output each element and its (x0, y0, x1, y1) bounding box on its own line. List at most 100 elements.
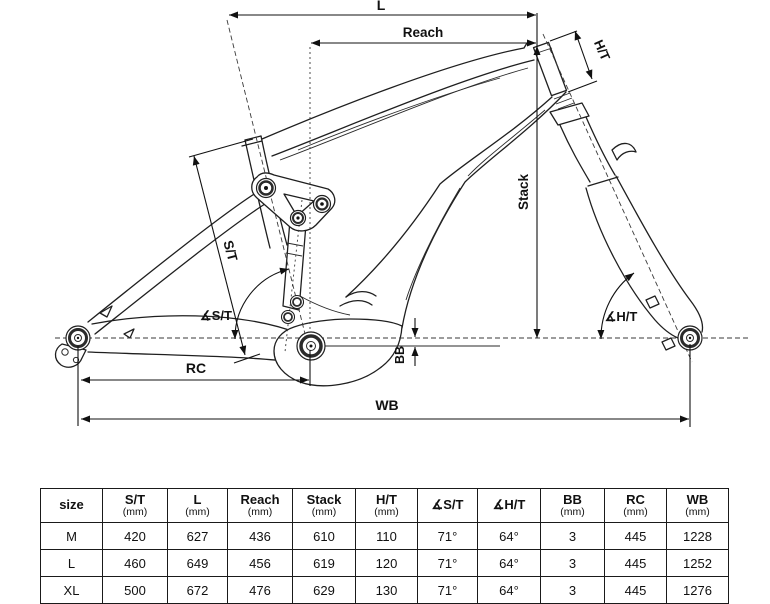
geometry-drawing: L Reach H/T Stack S/T ∡S/T ∡H/T BB RC WB (54, 0, 750, 427)
table-header-row: size S/T(mm) L(mm) Reach(mm) Stack(mm) H… (40, 488, 729, 523)
cell-reach: 436 (227, 522, 293, 550)
cell-l: 649 (167, 549, 228, 577)
motor-casing (273, 318, 403, 387)
brake-mount-tab (645, 295, 660, 309)
rocker-pivot (320, 202, 324, 206)
head-tube (532, 41, 568, 97)
down-tube-accent (405, 187, 461, 301)
cell-rc: 445 (604, 549, 667, 577)
headset-spacers (553, 92, 575, 110)
col-header-rc: RC(mm) (604, 488, 667, 523)
shock-seam (285, 252, 303, 257)
label-rc: RC (186, 360, 206, 376)
col-header-angle-st: ∡S/T (417, 488, 478, 523)
col-header-st: S/T(mm) (102, 488, 168, 523)
cell-bb: 3 (540, 522, 605, 550)
shock-seam (286, 242, 304, 247)
top-tube (271, 59, 535, 157)
rocker-cutout (283, 193, 315, 217)
dimension-lines (77, 11, 691, 427)
rear-axle (74, 334, 82, 342)
table-row-l: L 460 649 456 619 120 71° 64° 3 445 1252 (40, 549, 729, 577)
cell-wb: 1228 (666, 522, 729, 550)
table-row-m: M 420 627 436 610 110 71° 64° 3 445 1228 (40, 522, 729, 550)
down-tube-accent (467, 109, 546, 177)
cell-stack: 619 (292, 549, 356, 577)
frame-outline (54, 41, 704, 387)
col-header-stack: Stack(mm) (292, 488, 356, 523)
cell-ht: 130 (355, 576, 418, 604)
shock-upper-mount (296, 216, 300, 220)
frame-brace (345, 290, 377, 298)
label-angle-ht: ∡H/T (605, 309, 638, 324)
cell-st: 420 (102, 522, 168, 550)
label-wb: WB (375, 397, 398, 413)
rocker-pivot (315, 197, 329, 211)
fork-stanchion (585, 116, 616, 176)
construction-lines (55, 19, 750, 363)
cell-st: 460 (102, 549, 168, 577)
cell-wb: 1252 (666, 549, 729, 577)
dropout-bolt (72, 356, 80, 364)
frame-brace (299, 295, 351, 316)
cell-stack: 629 (292, 576, 356, 604)
dimension-labels: L Reach H/T Stack S/T ∡S/T ∡H/T BB RC WB (186, 0, 637, 413)
cell-wb: 1276 (666, 576, 729, 604)
rocker-pivot (264, 186, 268, 190)
cell-rc: 445 (604, 522, 667, 550)
label-st: S/T (220, 239, 240, 264)
cell-angle-st: 71° (417, 576, 478, 604)
dim-angle-st-arc (231, 267, 290, 340)
dropout-bolt (61, 348, 69, 356)
rear-axle (76, 336, 80, 340)
bike-geometry-diagram: L Reach H/T Stack S/T ∡S/T ∡H/T BB RC WB (54, 0, 750, 427)
label-l: L (377, 0, 386, 13)
rocker-pivot (258, 180, 274, 196)
label-ht: H/T (591, 38, 613, 63)
cell-angle-st: 71° (417, 522, 478, 550)
seat-tube (244, 139, 271, 249)
bottom-bracket (306, 341, 316, 351)
col-header-l: L(mm) (167, 488, 228, 523)
cell-angle-ht: 64° (477, 522, 541, 550)
cell-bb: 3 (540, 549, 605, 577)
cell-size: M (40, 522, 103, 550)
col-header-size: size (40, 488, 103, 523)
cell-l: 627 (167, 522, 228, 550)
dim-ht-line (574, 30, 593, 80)
col-header-angle-ht: ∡H/T (477, 488, 541, 523)
col-header-bb: BB(mm) (540, 488, 605, 523)
front-axle (688, 336, 692, 340)
cell-size: XL (40, 576, 103, 604)
brake-mount-tab (661, 337, 676, 351)
cell-angle-ht: 64° (477, 549, 541, 577)
dim-angle-ht-arc (597, 272, 635, 340)
fork-lower-leg (615, 175, 704, 333)
bottom-bracket (309, 344, 313, 348)
front-axle (686, 334, 694, 342)
dim-extension (188, 138, 254, 158)
dim-extension (233, 353, 261, 364)
down-tube (345, 96, 553, 298)
label-reach: Reach (403, 25, 444, 40)
cell-ht: 120 (355, 549, 418, 577)
seat-tube-collar (241, 140, 263, 147)
label-angle-st: ∡S/T (200, 308, 232, 323)
geometry-table-wrap: size S/T(mm) L(mm) Reach(mm) Stack(mm) H… (40, 488, 729, 604)
fork-joint (587, 176, 619, 187)
cell-bb: 3 (540, 576, 605, 604)
cell-angle-ht: 64° (477, 576, 541, 604)
seat-tube-top (244, 135, 262, 141)
chainstay (87, 351, 293, 363)
dim-extension (549, 30, 578, 42)
chainstay-notch (99, 305, 113, 318)
label-stack: Stack (516, 173, 531, 210)
seatstay (94, 201, 269, 335)
fork-stanchion (559, 124, 591, 183)
top-tube (261, 42, 536, 140)
fork-crown (549, 102, 590, 126)
top-tube-accent (279, 67, 529, 161)
cell-l: 672 (167, 576, 228, 604)
steering-axis (542, 33, 693, 363)
bottom-bracket (299, 334, 323, 358)
